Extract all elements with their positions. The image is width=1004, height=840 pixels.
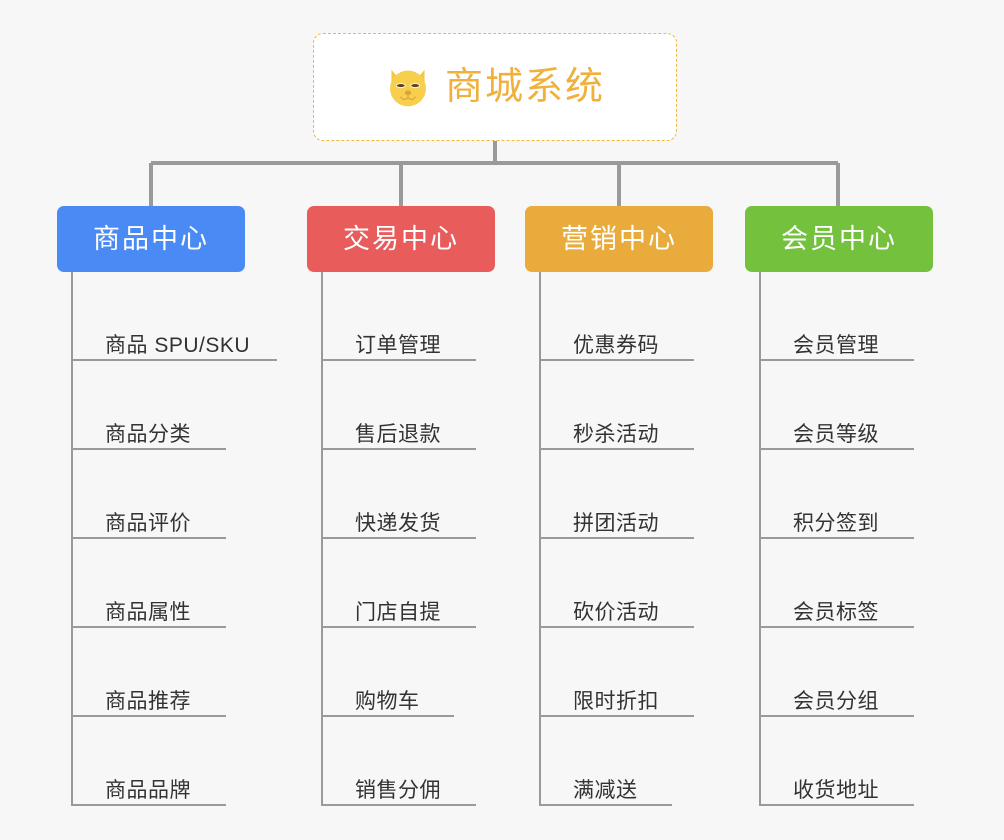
leaf-label-4-1: 会员管理: [793, 333, 879, 357]
category-label-2: 交易中心: [343, 223, 459, 254]
leaf-item-2-6[interactable]: 销售分佣: [321, 717, 476, 806]
leaf-item-3-3[interactable]: 拼团活动: [539, 450, 694, 539]
leaf-item-1-4[interactable]: 商品属性: [71, 539, 226, 628]
leaf-item-2-1[interactable]: 订单管理: [321, 272, 476, 361]
category-box-3[interactable]: 营销中心: [525, 206, 713, 272]
leaf-label-1-6: 商品品牌: [105, 778, 191, 802]
leaf-item-4-3[interactable]: 积分签到: [759, 450, 914, 539]
leaf-label-4-5: 会员分组: [793, 689, 879, 713]
leaf-label-3-1: 优惠券码: [573, 333, 659, 357]
leaf-item-1-1[interactable]: 商品 SPU/SKU: [71, 272, 277, 361]
leaf-label-1-1: 商品 SPU/SKU: [105, 333, 251, 357]
leaf-item-2-3[interactable]: 快递发货: [321, 450, 476, 539]
leaf-item-4-4[interactable]: 会员标签: [759, 539, 914, 628]
leaf-label-1-3: 商品评价: [105, 511, 191, 535]
leaf-item-3-1[interactable]: 优惠券码: [539, 272, 694, 361]
leaf-label-2-1: 订单管理: [355, 333, 441, 357]
category-label-1: 商品中心: [93, 223, 209, 254]
leaf-item-4-1[interactable]: 会员管理: [759, 272, 914, 361]
root-node[interactable]: 商城系统: [313, 33, 677, 141]
leaf-item-1-6[interactable]: 商品品牌: [71, 717, 226, 806]
category-box-4[interactable]: 会员中心: [745, 206, 933, 272]
leaf-label-3-6: 满减送: [573, 778, 638, 802]
column-spine-1: [71, 272, 73, 806]
leaf-label-3-2: 秒杀活动: [573, 422, 659, 446]
category-label-4: 会员中心: [781, 223, 897, 254]
leaf-label-3-4: 砍价活动: [573, 600, 659, 624]
column-spine-2: [321, 272, 323, 806]
leaf-label-2-3: 快递发货: [355, 511, 441, 535]
leaf-item-4-6[interactable]: 收货地址: [759, 717, 914, 806]
leaf-item-4-2[interactable]: 会员等级: [759, 361, 914, 450]
root-title: 商城系统: [444, 66, 605, 108]
leaf-item-1-2[interactable]: 商品分类: [71, 361, 226, 450]
column-spine-3: [539, 272, 541, 806]
leaf-item-3-6[interactable]: 满减送: [539, 717, 672, 806]
leaf-label-2-4: 门店自提: [355, 600, 441, 624]
leaf-label-2-5: 购物车: [355, 689, 420, 713]
leaf-label-4-6: 收货地址: [793, 778, 879, 802]
leaf-item-2-4[interactable]: 门店自提: [321, 539, 476, 628]
category-box-2[interactable]: 交易中心: [307, 206, 495, 272]
leaf-item-3-5[interactable]: 限时折扣: [539, 628, 694, 717]
column-spine-4: [759, 272, 761, 806]
dog-face-icon: [390, 69, 426, 107]
category-box-1[interactable]: 商品中心: [57, 206, 245, 272]
category-label-3: 营销中心: [561, 223, 677, 254]
leaf-label-3-3: 拼团活动: [573, 511, 659, 535]
leaf-label-2-6: 销售分佣: [355, 778, 441, 802]
leaf-label-1-5: 商品推荐: [105, 689, 191, 713]
leaf-label-1-2: 商品分类: [105, 422, 191, 446]
leaf-label-1-4: 商品属性: [105, 600, 191, 624]
leaf-item-2-2[interactable]: 售后退款: [321, 361, 476, 450]
leaf-item-1-5[interactable]: 商品推荐: [71, 628, 226, 717]
leaf-item-1-3[interactable]: 商品评价: [71, 450, 226, 539]
leaf-item-3-2[interactable]: 秒杀活动: [539, 361, 694, 450]
leaf-label-2-2: 售后退款: [355, 422, 441, 446]
leaf-label-4-2: 会员等级: [793, 422, 879, 446]
leaf-label-4-4: 会员标签: [793, 600, 879, 624]
leaf-item-4-5[interactable]: 会员分组: [759, 628, 914, 717]
leaf-item-2-5[interactable]: 购物车: [321, 628, 454, 717]
leaf-label-4-3: 积分签到: [793, 511, 879, 535]
leaf-label-3-5: 限时折扣: [573, 689, 659, 713]
leaf-item-3-4[interactable]: 砍价活动: [539, 539, 694, 628]
